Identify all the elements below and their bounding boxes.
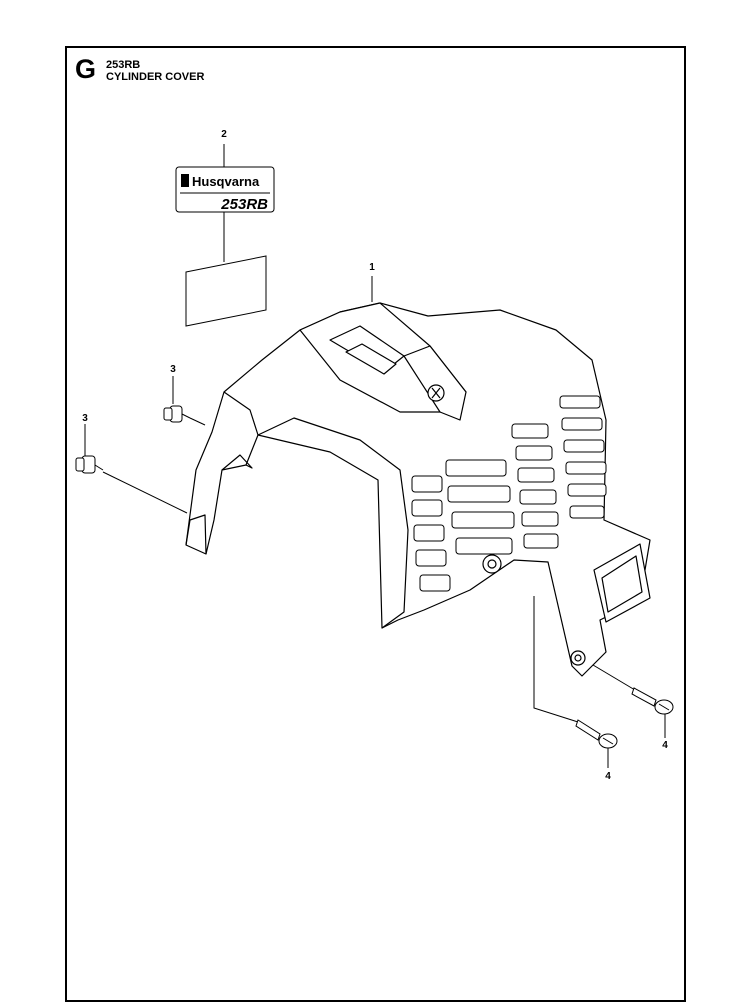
cooling-vents — [411, 395, 607, 592]
screw-3-upper — [163, 405, 191, 423]
diagram-title: CYLINDER COVER — [106, 71, 205, 83]
husqvarna-decal: Husqvarna 253RB — [175, 166, 275, 213]
screw-3-lower — [75, 455, 104, 474]
callout-3-lower: 3 — [82, 413, 88, 424]
callout-2: 2 — [221, 129, 227, 140]
section-letter: G — [75, 54, 97, 84]
decal-backing — [185, 255, 267, 327]
screw-4-right — [631, 687, 674, 715]
callout-1: 1 — [369, 262, 375, 273]
leader-line-3a-b — [189, 417, 206, 426]
leader-line-4a — [587, 661, 636, 691]
callout-4-right: 4 — [662, 740, 668, 751]
decal-brand-text: Husqvarna — [192, 174, 260, 189]
model-number: 253RB — [106, 59, 141, 71]
callout-4-left: 4 — [605, 771, 611, 782]
callout-3-upper: 3 — [170, 364, 176, 375]
drawing-frame — [65, 46, 686, 1002]
leader-line-3b-b — [102, 471, 188, 514]
decal-model-text: 253RB — [220, 196, 268, 213]
leader-line-4b — [533, 596, 579, 723]
screw-4-left — [575, 719, 618, 749]
husqvarna-logo-icon — [181, 174, 189, 187]
